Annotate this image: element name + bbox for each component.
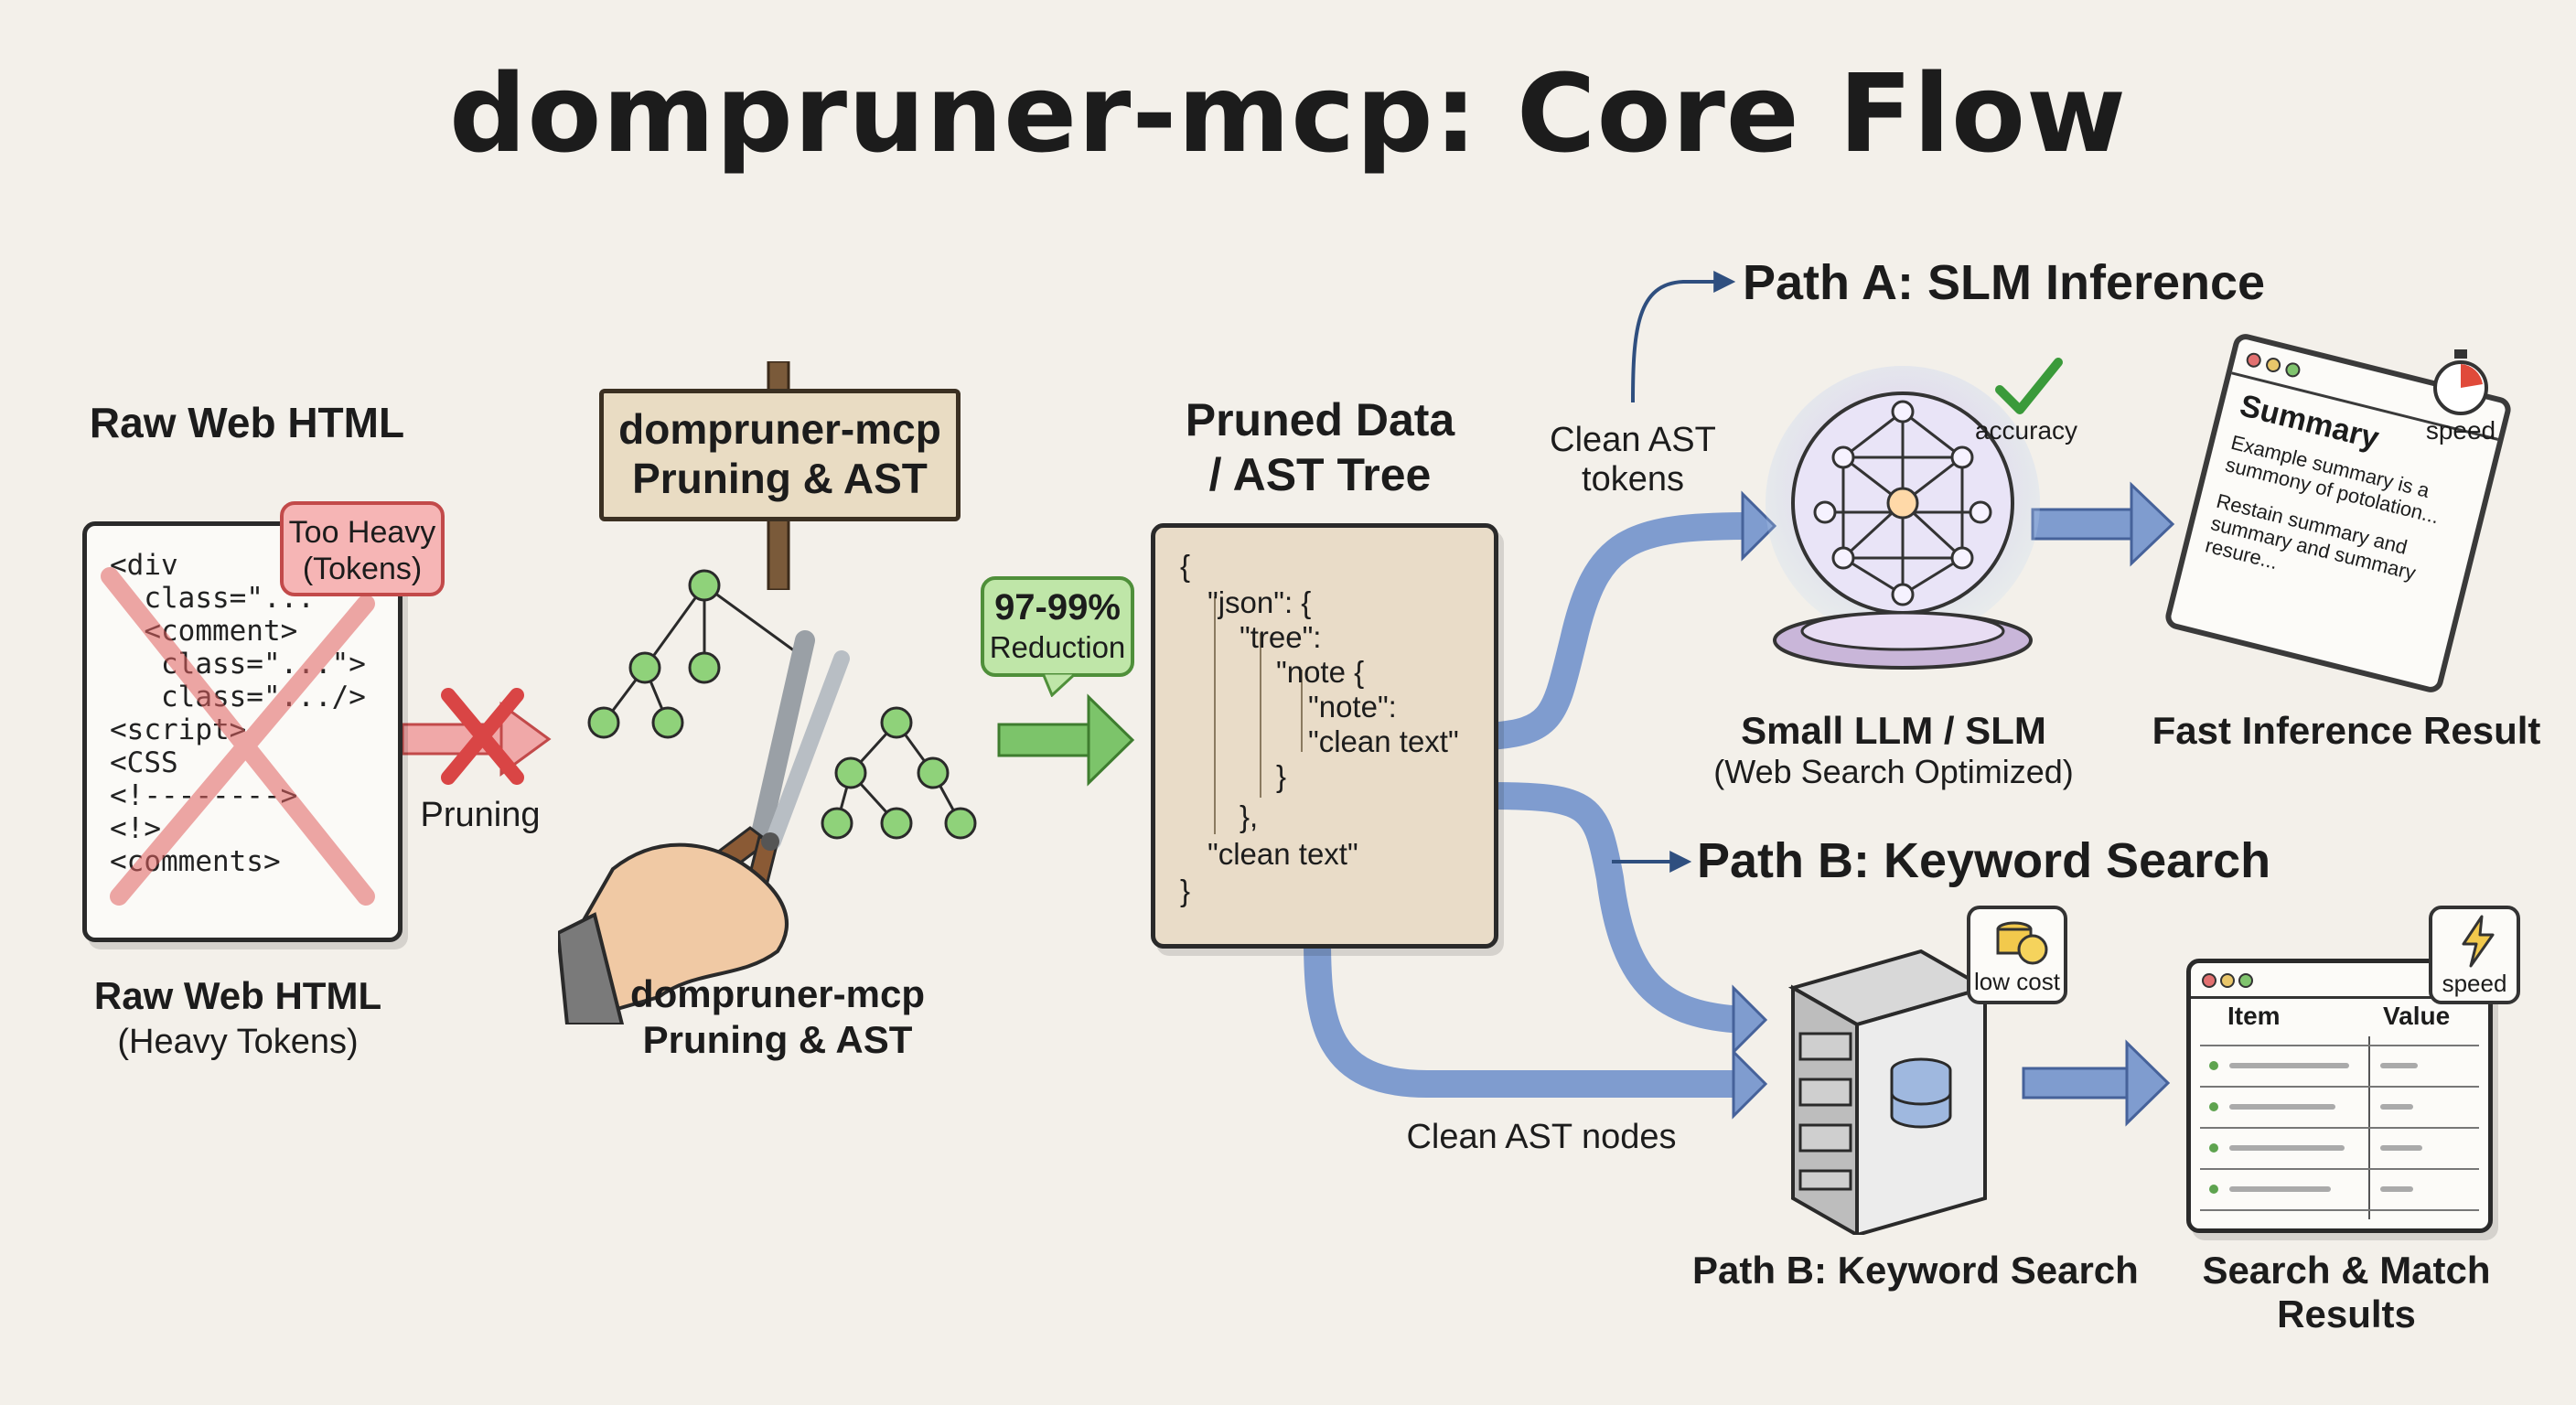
pruning-illustration <box>558 569 977 1024</box>
json-indent-guides <box>1214 596 1303 834</box>
too-heavy-badge: Too Heavy (Tokens) <box>280 501 445 596</box>
arrowhead-to-server-upper <box>1732 984 1768 1056</box>
pruning-caption-1: dompruner-mcp <box>629 972 925 1015</box>
search-results-caption-1: Search & Match <box>2202 1249 2491 1292</box>
stopwatch-icon <box>2433 349 2488 415</box>
result-summary-lines: Example summary is a summony of potolati… <box>2203 431 2447 609</box>
json-line: { <box>1180 549 1191 583</box>
arrow-to-server-lower <box>1304 926 1756 1098</box>
arrowhead-to-slm <box>1741 490 1777 562</box>
arrow-to-server-upper <box>1476 782 1756 1034</box>
path-b-title: Path B: Keyword Search <box>1697 833 2271 888</box>
cross-icon <box>441 688 524 785</box>
table-col-value: Value <box>2383 1002 2451 1030</box>
reduction-percent: 97-99% <box>994 587 1121 627</box>
code-line: <!> <box>110 812 161 845</box>
pruning-caption-2: Pruning & AST <box>642 1018 913 1061</box>
json-line: } <box>1276 759 1287 793</box>
reduction-label: Reduction <box>989 630 1126 664</box>
search-results-table: Item Value <box>2186 959 2493 1233</box>
raw-html-heading: Raw Web HTML <box>89 399 405 446</box>
arrow-slm-to-result-head <box>2130 481 2175 567</box>
window-dots-icon <box>2246 352 2301 378</box>
low-cost-label: low cost <box>1974 968 2060 995</box>
server-caption: Path B: Keyword Search <box>1692 1249 2139 1292</box>
table-titlebar <box>2191 963 2488 999</box>
checkmark-icon <box>1995 358 2063 414</box>
arrow-reduction-head <box>1087 693 1135 787</box>
arrowhead-to-server-lower <box>1732 1048 1768 1120</box>
tree-icon <box>587 569 977 840</box>
badge-line-1: Too Heavy <box>288 515 436 550</box>
path-a-input-label-1: Clean AST <box>1550 421 1716 459</box>
arrow-pruning-head <box>499 702 552 777</box>
pruned-json-card <box>1151 523 1498 949</box>
reduction-badge: 97-99% Reduction <box>981 576 1134 677</box>
json-line: }, <box>1240 799 1259 833</box>
accuracy-badge: accuracy <box>1974 416 2078 445</box>
speed-badge-b: speed <box>2429 906 2520 1004</box>
arrow-reduction-body <box>997 723 1092 757</box>
window-dots-icon <box>2202 973 2253 988</box>
pruned-heading-2: / AST Tree <box>1208 449 1432 500</box>
inference-result-caption: Fast Inference Result <box>2152 709 2541 752</box>
json-line: "clean text" <box>1308 724 1459 758</box>
json-line: "note { <box>1276 655 1365 689</box>
slm-sub-label: (Web Search Optimized) <box>1713 753 2074 790</box>
page-title: dompruner-mcp: Core Flow <box>448 50 2128 177</box>
speed-badge-a: speed <box>2425 416 2496 445</box>
path-a-input-label-2: tokens <box>1582 460 1684 499</box>
raw-html-caption: Raw Web HTML <box>93 974 382 1017</box>
reduction-badge-tail <box>1043 673 1079 697</box>
strike-through-cross-icon <box>101 567 375 906</box>
table-rows <box>2200 1036 2479 1219</box>
inference-result-card: Summary Example summary is a summony of … <box>2163 331 2514 695</box>
arrow-server-to-table-body <box>2022 1067 2131 1099</box>
path-b-input-label: Clean AST nodes <box>1406 1118 1677 1156</box>
lightning-icon <box>2462 915 2495 968</box>
json-line: "json": { <box>1208 585 1312 619</box>
json-line: "note": <box>1308 690 1397 724</box>
arrow-to-slm <box>1476 512 1766 750</box>
hand-icon <box>558 842 789 1024</box>
arrow-slm-to-result-body <box>2031 508 2135 541</box>
arrow-path-a <box>1631 271 1736 403</box>
pruning-arrow-label: Pruning <box>420 796 541 834</box>
json-line: "clean text" <box>1208 837 1358 871</box>
pruned-heading-1: Pruned Data <box>1185 394 1455 445</box>
path-a-title: Path A: SLM Inference <box>1743 255 2266 310</box>
coins-icon <box>1996 921 2048 965</box>
sign-line-1: dompruner-mcp <box>618 405 941 453</box>
neural-network-globe-icon <box>1766 366 2040 670</box>
table-col-item: Item <box>2227 1002 2281 1030</box>
sign-line-2: Pruning & AST <box>632 455 928 502</box>
search-results-caption-2: Results <box>2277 1292 2416 1335</box>
raw-html-caption-sub: (Heavy Tokens) <box>117 1023 359 1061</box>
json-line: } <box>1180 874 1191 907</box>
code-line: <CSS <box>110 746 178 779</box>
server-database-icon <box>1787 949 1991 1235</box>
slm-label: Small LLM / SLM <box>1741 709 2046 752</box>
badge-line-2: (Tokens) <box>302 552 423 586</box>
speed-label-b: speed <box>2442 970 2507 997</box>
json-line: "tree": <box>1240 620 1322 654</box>
low-cost-badge: low cost <box>1967 906 2067 1004</box>
dompruner-sign: dompruner-mcp Pruning & AST <box>599 389 961 521</box>
arrow-server-to-table-head <box>2125 1039 2171 1127</box>
